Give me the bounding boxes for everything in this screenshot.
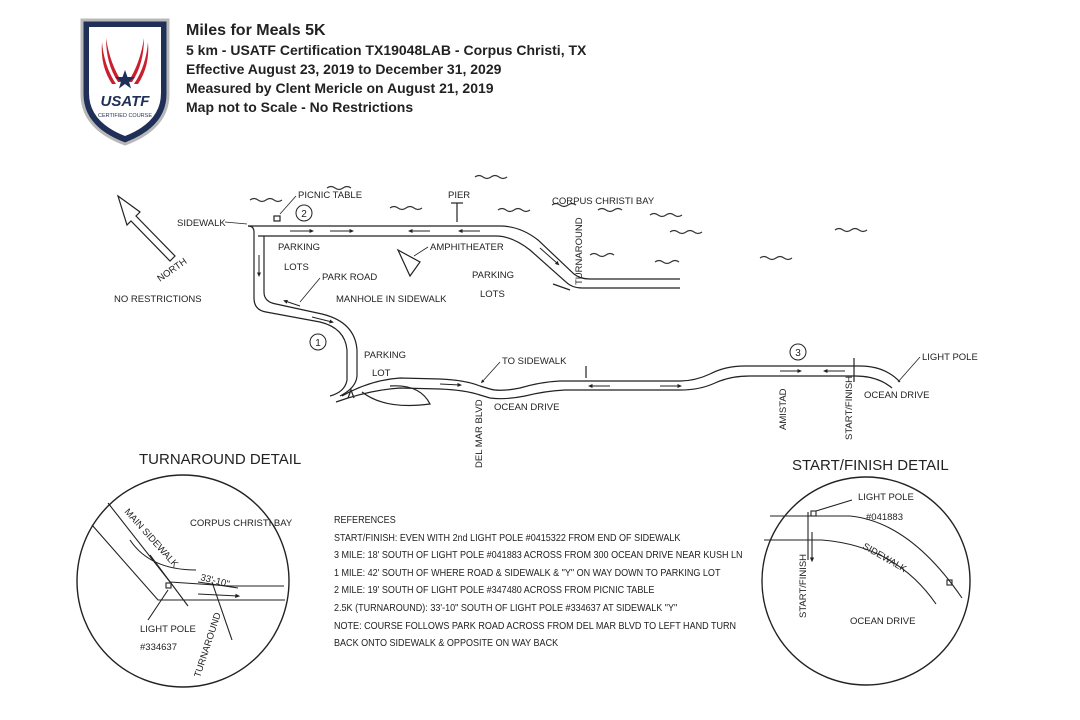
start-finish-detail-circle	[761, 476, 971, 686]
reference-item: 1 MILE: 42' SOUTH OF WHERE ROAD & SIDEWA…	[334, 566, 721, 579]
sfd-sidewalk: SIDEWALK	[861, 541, 909, 575]
label-sidewalk: SIDEWALK	[177, 218, 226, 229]
sfd-start-finish: START/FINISH	[798, 554, 809, 618]
label-corpus-christi-bay: CORPUS CHRISTI BAY	[552, 196, 655, 207]
td-turnaround: TURNAROUND	[192, 611, 223, 679]
label-ocean-drive-2: OCEAN DRIVE	[864, 390, 929, 401]
map-labels: SIDEWALK PICNIC TABLE PIER CORPUS CHRIST…	[114, 190, 978, 468]
header-line: Map not to Scale - No Restrictions	[186, 99, 414, 115]
sfd-ocean-drive: OCEAN DRIVE	[850, 616, 915, 627]
td-pole-id: #334637	[140, 642, 177, 653]
header-line: Measured by Clent Mericle on August 21, …	[186, 80, 494, 96]
label-picnic-table: PICNIC TABLE	[298, 190, 362, 201]
label-turnaround: TURNAROUND	[574, 217, 585, 285]
reference-item: START/FINISH: EVEN WITH 2nd LIGHT POLE #…	[334, 531, 681, 544]
race-title: Miles for Meals 5K	[186, 22, 326, 39]
label-light-pole: LIGHT POLE	[922, 352, 978, 363]
sfd-pole-id: #041883	[866, 512, 903, 523]
label-parking-lots-1-lots: LOTS	[284, 262, 309, 273]
label-parking-lots-2-lots: LOTS	[480, 289, 505, 300]
reference-item: NOTE: COURSE FOLLOWS PARK ROAD ACROSS FR…	[334, 619, 737, 632]
water-waves	[249, 174, 868, 265]
label-amphitheater: AMPHITHEATER	[430, 242, 504, 253]
marker-2: 2	[301, 209, 307, 220]
header-line: 5 km - USATF Certification TX19048LAB - …	[186, 42, 587, 58]
label-no-restrictions: NO RESTRICTIONS	[114, 294, 202, 305]
reference-item: 2.5K (TURNAROUND): 33'-10" SOUTH OF LIGH…	[334, 601, 678, 614]
label-start-finish: START/FINISH	[844, 376, 855, 440]
label-parking-lot: PARKING	[364, 350, 406, 361]
label-park-road: PARK ROAD	[322, 272, 377, 283]
label-pier: PIER	[448, 190, 470, 201]
marker-1-circle	[309, 333, 327, 351]
direction-arrows	[257, 229, 845, 388]
label-parking-lots-1: PARKING	[278, 242, 320, 253]
td-light-pole: LIGHT POLE	[140, 624, 196, 635]
marker-1: 1	[315, 338, 321, 349]
td-bay: CORPUS CHRISTI BAY	[190, 518, 293, 529]
turnaround-detail: TURNAROUND DETAIL MAIN SIDEWALK CORPUS C…	[76, 451, 301, 688]
badge-text: USATF	[101, 93, 151, 110]
label-amistad: AMISTAD	[778, 388, 789, 430]
header: USATF CERTIFIED COURSE Miles for Meals 5…	[0, 0, 1080, 150]
references: REFERENCES START/FINISH: EVEN WITH 2nd L…	[334, 512, 774, 653]
label-manhole: MANHOLE IN SIDEWALK	[336, 294, 447, 305]
course-route	[247, 225, 901, 407]
marker-3: 3	[795, 348, 801, 359]
start-finish-detail-title: START/FINISH DETAIL	[792, 457, 949, 474]
reference-item: BACK ONTO SIDEWALK & OPPOSITE ON WAY BAC…	[334, 637, 559, 650]
reference-item: 3 MILE: 18' SOUTH OF LIGHT POLE #041883 …	[334, 549, 743, 562]
marker-2-circle	[295, 204, 313, 222]
start-finish-detail: START/FINISH DETAIL LIGHT POLE #041883 S…	[761, 457, 971, 686]
td-main-sidewalk: MAIN SIDEWALK	[122, 507, 181, 571]
label-ocean-drive: OCEAN DRIVE	[494, 402, 559, 413]
mile-markers: 2 1 3	[295, 204, 807, 361]
reference-item: 2 MILE: 19' SOUTH OF LIGHT POLE #347480 …	[334, 584, 655, 597]
references-heading: REFERENCES	[334, 514, 396, 526]
turnaround-detail-circle	[76, 474, 290, 688]
north-arrow	[116, 194, 176, 262]
header-text: Miles for Meals 5K 5 km - USATF Certific…	[186, 20, 586, 117]
turnaround-detail-title: TURNAROUND DETAIL	[139, 451, 301, 468]
label-parking-lots-2: PARKING	[472, 270, 514, 281]
marker-3-circle	[789, 343, 807, 361]
sfd-light-pole: LIGHT POLE	[858, 492, 914, 503]
label-del-mar-blvd: DEL MAR BLVD	[474, 399, 485, 468]
td-distance: 33'-10"	[199, 572, 230, 590]
label-north: NORTH	[155, 256, 189, 284]
header-line: Effective August 23, 2019 to December 31…	[186, 61, 502, 77]
label-to-sidewalk: TO SIDEWALK	[502, 356, 567, 367]
label-parking-lot-lot: LOT	[372, 368, 391, 379]
map-details	[273, 202, 855, 399]
usatf-badge: USATF CERTIFIED COURSE	[80, 18, 170, 146]
badge-subtext: CERTIFIED COURSE	[98, 113, 152, 119]
